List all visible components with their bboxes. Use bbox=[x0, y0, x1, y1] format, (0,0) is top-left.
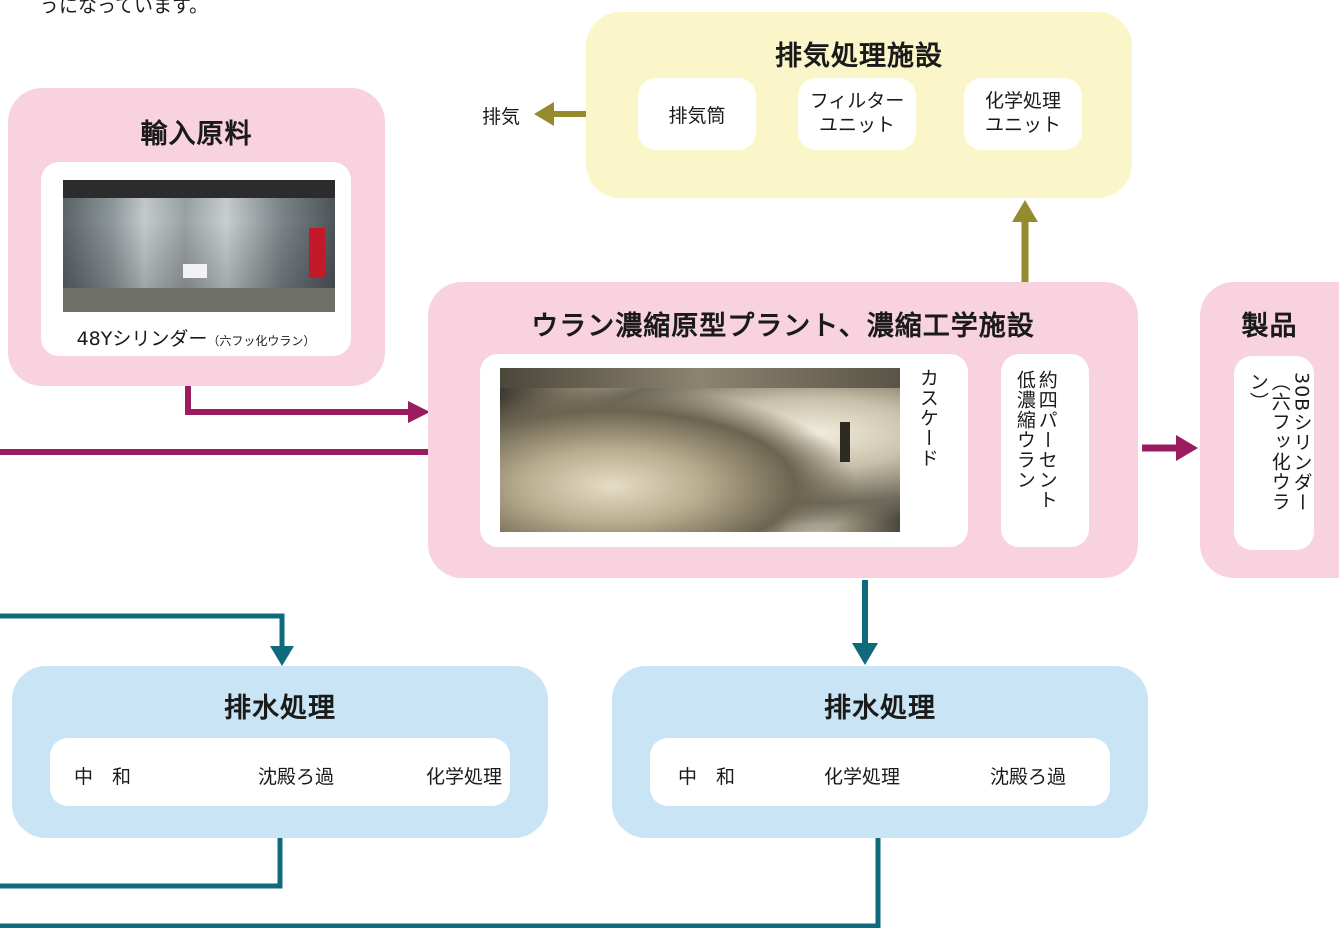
wastewater-left-steps: 中 和 沈殿ろ過 化学処理 bbox=[50, 738, 510, 806]
arrowhead-exhaust-up bbox=[1012, 200, 1038, 222]
arrow-right-wastewater-out bbox=[0, 838, 881, 928]
wastewater-left-step-3: 化学処理 bbox=[426, 766, 503, 788]
wastewater-left-title: 排水処理 bbox=[224, 693, 336, 724]
arrow-left-wastewater-out bbox=[0, 838, 283, 889]
low-enriched-card: 約四パーセント 低濃縮ウラン bbox=[1001, 354, 1089, 547]
enrichment-plant-box: ウラン濃縮原型プラント、濃縮工学施設 カスケード 約四パーセント 低濃縮ウラン bbox=[428, 282, 1138, 578]
product-box: 製品 30Bシリンダー （六フッ化ウラン） bbox=[1200, 282, 1339, 578]
wastewater-right-box: 排水処理 中 和 化学処理 沈殿ろ過 bbox=[612, 666, 1148, 838]
wastewater-right-step-2: 化学処理 bbox=[824, 766, 901, 788]
wastewater-right-step-3: 沈殿ろ過 bbox=[990, 766, 1067, 788]
product-card: 30Bシリンダー （六フッ化ウラン） bbox=[1234, 356, 1314, 550]
chemical-unit-box: 化学処理 ユニット bbox=[964, 78, 1082, 150]
import-material-title: 輸入原料 bbox=[140, 119, 253, 150]
product-label: 30Bシリンダー （六フッ化ウラン） bbox=[1246, 372, 1313, 513]
arrow-import-to-plant bbox=[185, 385, 420, 415]
import-caption-main: 48Yシリンダー bbox=[76, 328, 208, 350]
cascade-label: カスケード bbox=[916, 368, 939, 468]
low-enriched-label: 約四パーセント 低濃縮ウラン bbox=[1013, 370, 1058, 510]
wastewater-left-box: 排水処理 中 和 沈殿ろ過 化学処理 bbox=[12, 666, 548, 838]
arrow-left-loop-in bbox=[0, 613, 285, 648]
plant-title: ウラン濃縮原型プラント、濃縮工学施設 bbox=[531, 311, 1035, 342]
import-caption: 48Yシリンダー（六フッ化ウラン） bbox=[41, 324, 351, 351]
exhaust-output-label: 排気 bbox=[482, 106, 521, 128]
import-photo-card: 48Yシリンダー（六フッ化ウラン） bbox=[41, 162, 351, 356]
exhaust-stack-box: 排気筒 bbox=[638, 78, 756, 150]
arrowhead-import bbox=[408, 401, 430, 423]
product-title: 製品 bbox=[1241, 311, 1298, 342]
wastewater-right-title: 排水処理 bbox=[824, 693, 936, 724]
exhaust-facility-title: 排気処理施設 bbox=[775, 41, 943, 72]
filter-unit-box: フィルター ユニット bbox=[798, 78, 916, 150]
cylinder-48y-photo bbox=[63, 180, 335, 312]
arrowhead-product bbox=[1176, 435, 1198, 461]
exhaust-facility-box: 排気処理施設 排気筒 フィルター ユニット 化学処理 ユニット bbox=[586, 12, 1132, 198]
cascade-photo bbox=[500, 368, 900, 532]
plant-photo-card: カスケード bbox=[480, 354, 968, 547]
wastewater-left-step-1: 中 和 bbox=[74, 766, 132, 788]
wastewater-left-step-2: 沈殿ろ過 bbox=[258, 766, 335, 788]
wastewater-right-steps: 中 和 化学処理 沈殿ろ過 bbox=[650, 738, 1110, 806]
wastewater-right-step-1: 中 和 bbox=[678, 766, 736, 788]
import-material-box: 輸入原料 48Yシリンダー（六フッ化ウラン） bbox=[8, 88, 385, 386]
intro-text: うになっています。 bbox=[40, 0, 209, 17]
import-caption-sub: （六フッ化ウラン） bbox=[207, 334, 316, 348]
